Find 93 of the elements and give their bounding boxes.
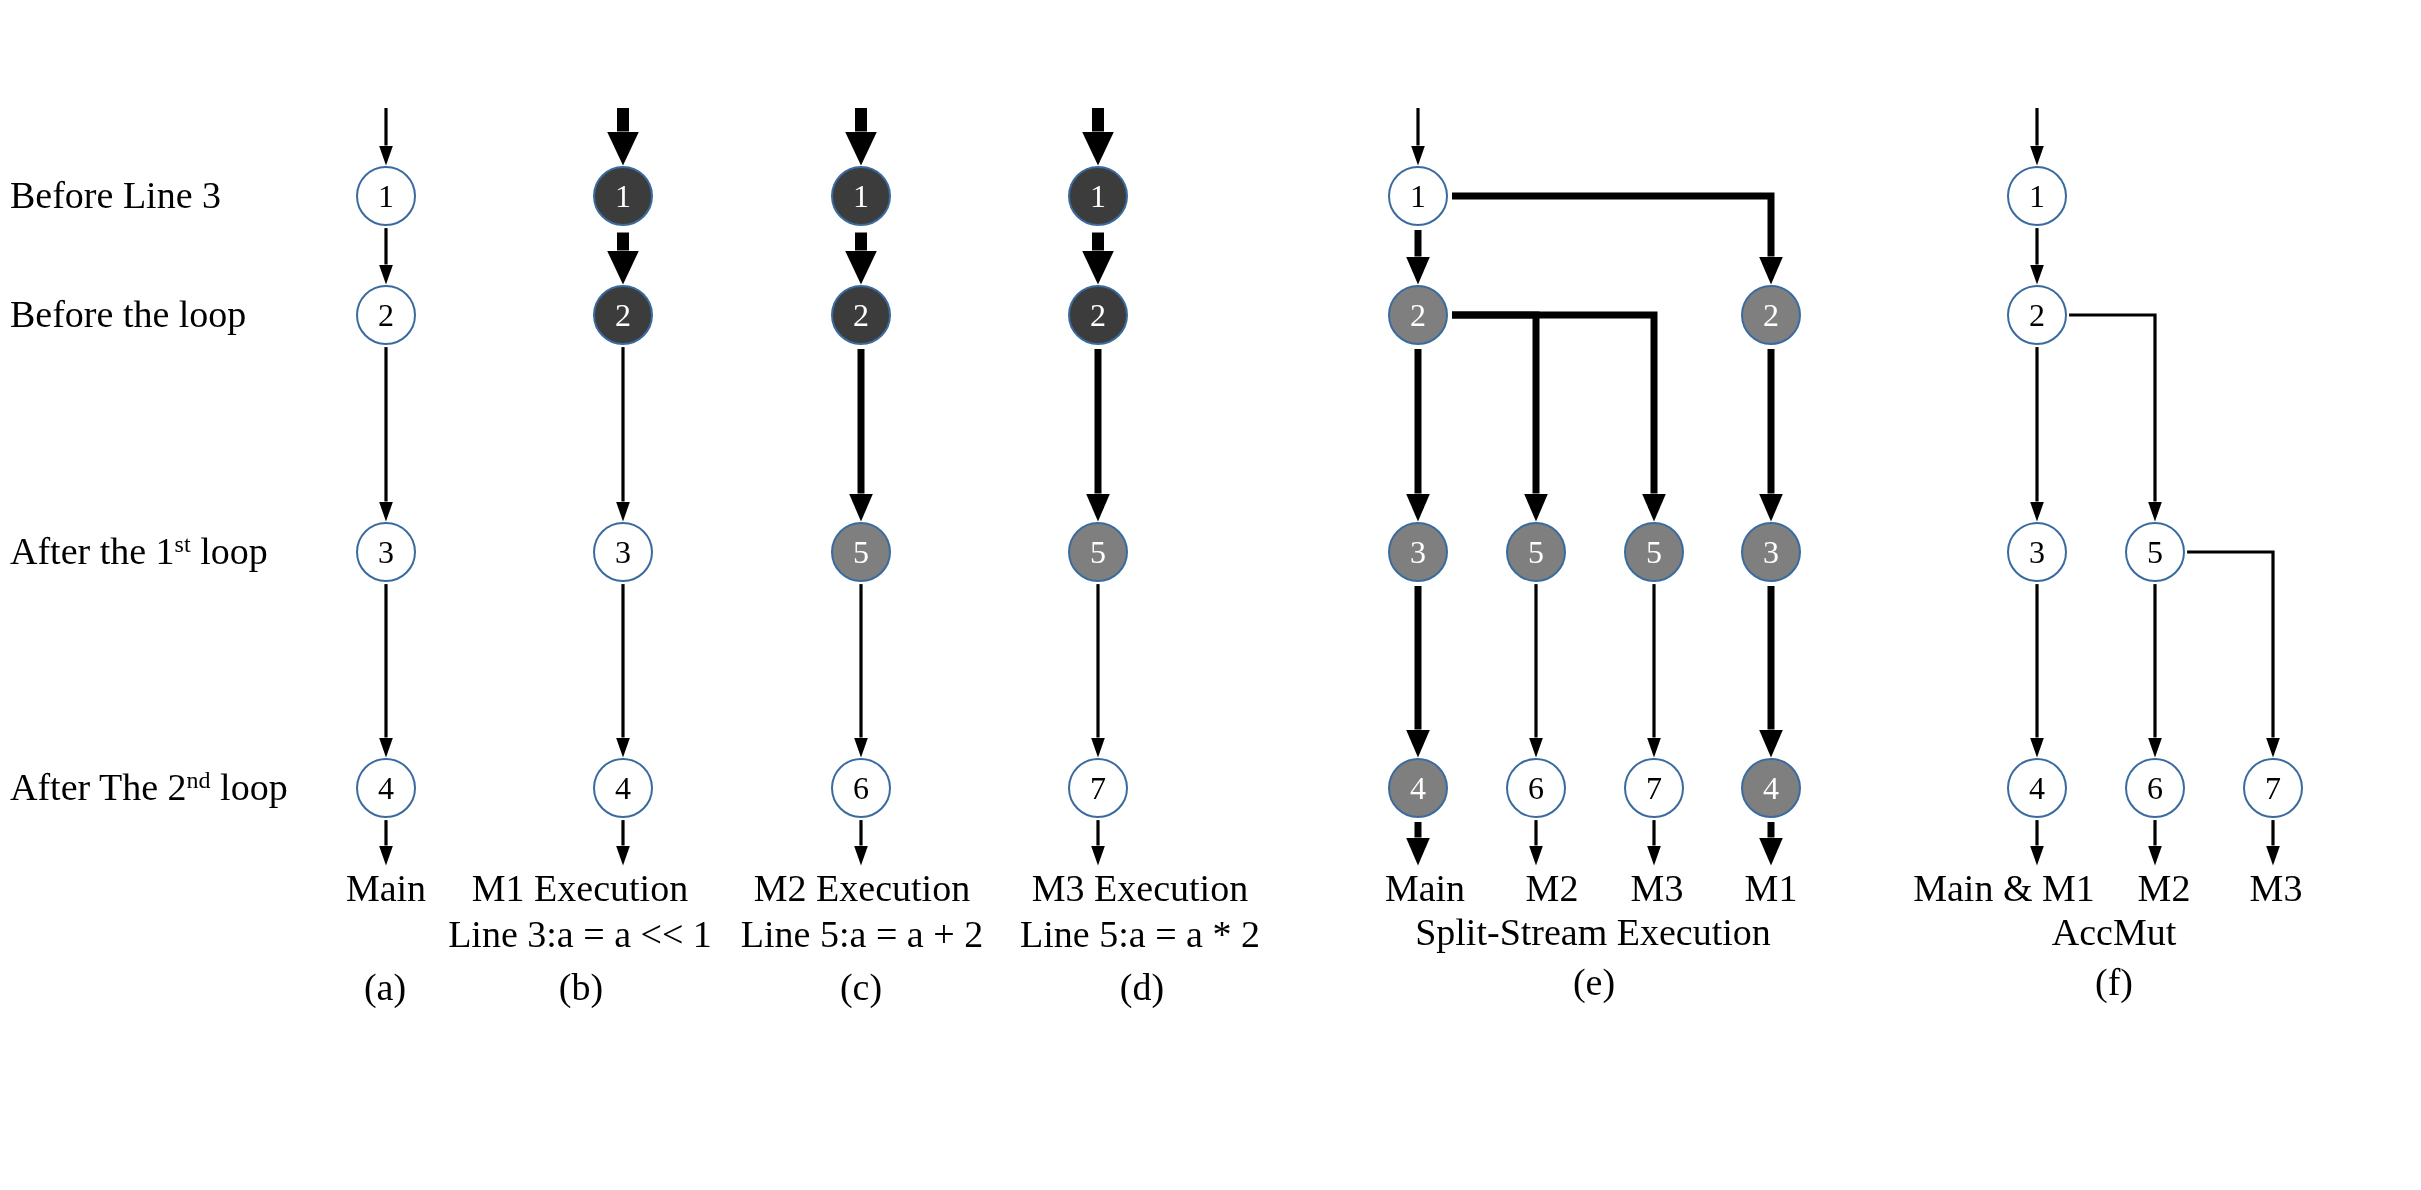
code-line-label: Line 5:a = a * 2 xyxy=(1020,911,1260,957)
flow-arrow xyxy=(854,584,868,758)
state-number: 6 xyxy=(2147,772,2163,804)
flow-arrow xyxy=(1647,820,1661,866)
execution-label: Main xyxy=(1384,866,1466,912)
state-number: 7 xyxy=(2265,772,2281,804)
execution-label: M3 Execution xyxy=(1031,866,1249,911)
state-number: 1 xyxy=(615,180,631,212)
execution-label: M1 Execution xyxy=(471,866,689,911)
state-number: 2 xyxy=(1410,299,1426,331)
flow-arrow xyxy=(854,820,868,866)
state-number: 1 xyxy=(1410,180,1426,212)
state-number: 5 xyxy=(1646,536,1662,568)
state-number: 1 xyxy=(2029,180,2045,212)
flow-arrow xyxy=(607,232,639,285)
code-line-label: Line 3:a = a << 1 xyxy=(448,911,712,957)
execution-label: M1 xyxy=(1744,866,1798,912)
state-number: 6 xyxy=(853,772,869,804)
state-number: 3 xyxy=(378,536,394,568)
execution-label: M2 Execution xyxy=(753,866,971,911)
state-number: 2 xyxy=(378,299,394,331)
execution-label: Main & M1 xyxy=(1913,866,2095,912)
flow-arrow xyxy=(1082,108,1114,166)
subfigure-label: (f) xyxy=(2095,960,2133,1005)
flow-arrow xyxy=(2030,584,2044,758)
state-number: 4 xyxy=(615,772,631,804)
flow-arrow xyxy=(616,584,630,758)
state-number: 6 xyxy=(1528,772,1544,804)
flow-arrow xyxy=(379,347,393,522)
state-number: 1 xyxy=(853,180,869,212)
row-label: After The 2$^{nd}$ loop xyxy=(10,765,288,810)
flow-arrow xyxy=(2030,108,2044,166)
execution-label: M3 xyxy=(2249,866,2303,912)
flow-arrow xyxy=(607,108,639,166)
flow-arrow xyxy=(379,228,393,285)
row-label: After the 1$^{st}$ loop xyxy=(10,529,268,574)
flow-arrow xyxy=(616,347,630,522)
state-number: 4 xyxy=(378,772,394,804)
state-number: 5 xyxy=(2147,536,2163,568)
execution-label: M3 xyxy=(1630,866,1684,912)
state-number: 2 xyxy=(2029,299,2045,331)
execution-label: Main xyxy=(345,866,427,912)
group-caption: Split-Stream Execution xyxy=(1415,910,1771,955)
state-number: 3 xyxy=(2029,536,2045,568)
subfigure-label: (d) xyxy=(1119,965,1165,1010)
flow-arrow xyxy=(2266,820,2280,866)
flow-arrow xyxy=(1529,820,1543,866)
execution-label: M2 xyxy=(1525,866,1579,912)
state-number: 5 xyxy=(1528,536,1544,568)
flow-arrow xyxy=(379,820,393,866)
execution-label: M2 xyxy=(2137,866,2191,912)
flow-arrow xyxy=(2030,228,2044,285)
state-number: 4 xyxy=(1763,772,1779,804)
state-number: 5 xyxy=(1090,536,1106,568)
state-number: 3 xyxy=(615,536,631,568)
state-number: 1 xyxy=(1090,180,1106,212)
state-number: 2 xyxy=(615,299,631,331)
flow-arrow xyxy=(1091,584,1105,758)
flow-arrow xyxy=(1529,584,1543,758)
code-line-label: Line 5:a = a + 2 xyxy=(740,911,984,957)
state-number: 4 xyxy=(1410,772,1426,804)
subfigure-label: (a) xyxy=(363,965,407,1010)
state-number: 3 xyxy=(1410,536,1426,568)
flow-arrow xyxy=(2030,820,2044,866)
subfigure-label: (e) xyxy=(1572,960,1616,1005)
row-label: Before the loop xyxy=(10,292,247,337)
flow-arrow xyxy=(845,232,877,285)
flow-arrow xyxy=(379,108,393,166)
subfigure-label: (b) xyxy=(558,965,604,1010)
state-number: 2 xyxy=(853,299,869,331)
state-number: 4 xyxy=(2029,772,2045,804)
flow-arrow xyxy=(1647,584,1661,758)
state-number: 1 xyxy=(378,180,394,212)
row-label: Before Line 3 xyxy=(10,173,222,218)
flow-arrow xyxy=(2069,313,2162,522)
state-number: 2 xyxy=(1090,299,1106,331)
flow-arrow xyxy=(1411,108,1425,166)
group-caption: AccMut xyxy=(2051,910,2177,955)
flow-arrow xyxy=(379,584,393,758)
subfigure-label: (c) xyxy=(839,965,883,1010)
state-number: 7 xyxy=(1646,772,1662,804)
state-number: 7 xyxy=(1090,772,1106,804)
flow-arrow xyxy=(2187,550,2280,758)
flow-arrow xyxy=(2148,584,2162,758)
flow-arrow xyxy=(1091,820,1105,866)
state-number: 5 xyxy=(853,536,869,568)
state-number: 2 xyxy=(1763,299,1779,331)
flow-arrow xyxy=(845,108,877,166)
flow-arrow xyxy=(1082,232,1114,285)
flow-arrow xyxy=(616,820,630,866)
flow-arrow xyxy=(2030,347,2044,522)
flow-arrow xyxy=(2148,820,2162,866)
state-number: 3 xyxy=(1763,536,1779,568)
